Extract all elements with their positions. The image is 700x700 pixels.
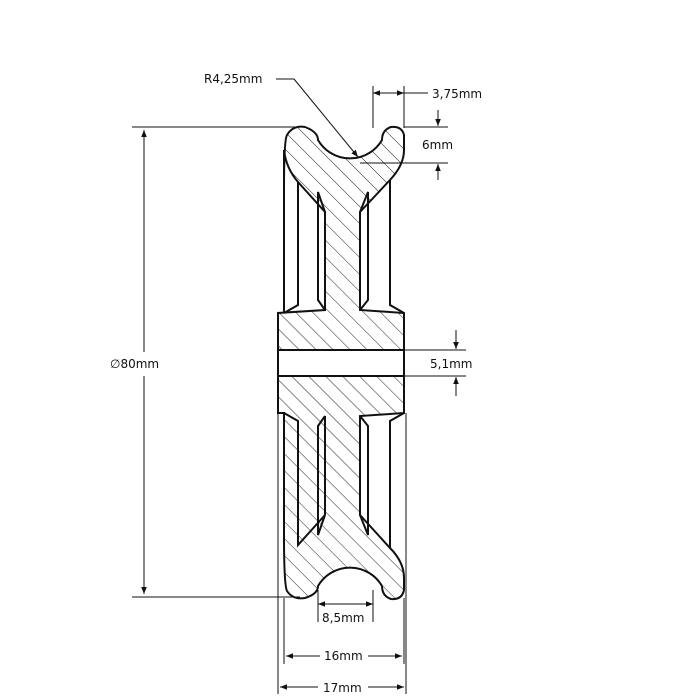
upper-recess-left [317,191,326,311]
lower-flange-right [389,412,405,548]
overall-width-label: 17mm [323,681,362,695]
lower-section-body [277,375,405,601]
upper-recess-right [359,191,369,311]
bore-label: 5,1mm [430,357,472,371]
upper-section [277,125,405,351]
diameter-label: ∅80mm [110,357,159,371]
lower-recess-left [317,415,326,536]
groove-depth-label: 6mm [422,138,453,152]
bore-band [277,349,405,377]
dimension-bore: 5,1mm [404,330,472,396]
dimension-groove-width: 8,5mm [317,590,374,625]
upper-flange-right [389,180,405,314]
dimension-groove-depth: 6mm [360,110,453,180]
dimension-inner-width: 16mm [283,598,405,664]
dimension-rim-width: 3,75mm [372,86,482,128]
lower-recess-right [359,415,369,536]
inner-width-label: 16mm [324,649,363,663]
upper-flange-left [283,182,299,314]
dimension-diameter: ∅80mm [110,126,300,598]
lower-section [277,375,405,601]
dimension-overall-width: 17mm [277,413,407,695]
groove-width-label: 8,5mm [322,611,364,625]
dimension-groove-radius: R4,25mm [204,72,359,158]
groove-radius-label: R4,25mm [204,72,262,86]
rim-width-label: 3,75mm [432,87,482,101]
upper-section-body [277,125,405,351]
lower-flange-left [283,412,326,548]
